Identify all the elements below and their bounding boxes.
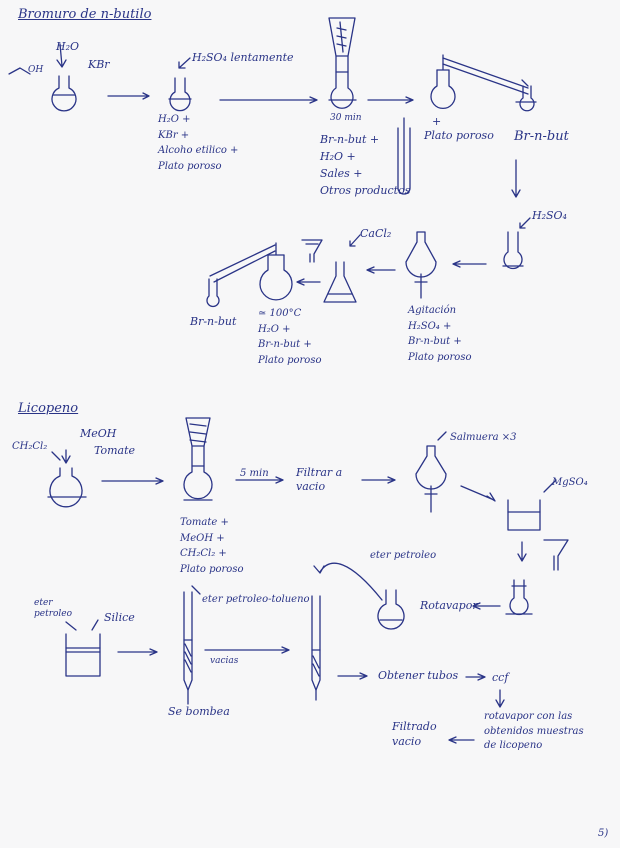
separatory-funnel-1 xyxy=(405,231,437,299)
funnel-2 xyxy=(543,539,569,571)
funnel-contents: Agitación H₂SO₄ + Br-n-but + Plato poros… xyxy=(408,305,472,363)
round-bottom-flask-2 xyxy=(168,57,192,112)
filter-step: Filtrar a vacio xyxy=(296,466,343,494)
reagent-kbr: KBr xyxy=(88,58,110,71)
acid-addition-label: H₂SO₄ lentamente xyxy=(192,51,294,64)
arrow-18 xyxy=(495,689,505,708)
silica-label: Silice xyxy=(104,611,135,624)
ether-label: eter petroleo xyxy=(370,550,437,561)
section-title-bromuro: Bromuro de n-butilo xyxy=(18,7,152,22)
section-title-licopeno: Licopeno xyxy=(18,401,79,416)
distill-plus: + xyxy=(432,115,442,128)
reflux-contents: Br-n-but + H₂O + Sales + Otros productos xyxy=(320,133,411,198)
tlc-label: ccf xyxy=(492,671,509,684)
arrow-16 xyxy=(337,672,368,680)
drying-agent-mgso4: MgSO₄ xyxy=(552,477,588,488)
arrow-13 xyxy=(472,602,501,610)
arrow-2 xyxy=(219,96,318,104)
arrow-3 xyxy=(367,96,414,104)
distill-product: Br-n-but xyxy=(514,129,569,144)
page-number: 5) xyxy=(598,828,609,839)
final-filter: Filtrado vacio xyxy=(392,720,437,748)
reagent-meoh: MeOH xyxy=(80,427,117,440)
drying-agent-cacl2: CaCl₂ xyxy=(360,227,392,240)
separatory-funnel-2 xyxy=(415,431,447,513)
arrow-6 xyxy=(366,266,396,274)
distillation-setup-2 xyxy=(206,242,293,308)
round-bottom-flask-4 xyxy=(505,579,533,616)
arrow-17 xyxy=(465,673,486,681)
final-product-1: Br-n-but xyxy=(190,315,237,328)
beaker-1 xyxy=(507,479,557,531)
arrow-4 xyxy=(511,159,521,198)
reflux-contents-2: Tomate + MeOH + CH₂Cl₂ + Plato poroso xyxy=(180,517,244,575)
heating-tube xyxy=(397,117,411,195)
arrow-10 xyxy=(361,476,396,484)
time-label: 5 min xyxy=(240,468,269,479)
brine-wash: Salmuera ×3 xyxy=(450,432,517,443)
arrow-19 xyxy=(448,736,475,744)
flask2-contents: H₂O + KBr + Alcoho etilico + Plato poros… xyxy=(158,114,239,172)
beaker-2 xyxy=(65,619,101,677)
arrow-8 xyxy=(101,477,164,485)
chromatography-column-2 xyxy=(311,595,321,701)
round-bottom-flask-1 xyxy=(8,43,77,112)
arrow-1 xyxy=(107,92,150,100)
distill2-contents: ≃ 100°C H₂O + Br-n-but + Plato poroso xyxy=(258,308,322,366)
round-bottom-flask-3 xyxy=(47,449,87,508)
rotavapor-flask xyxy=(313,562,405,630)
arrow-11 xyxy=(460,485,496,502)
acid-label-2: H₂SO₄ xyxy=(532,209,567,222)
arrow-7 xyxy=(296,278,321,286)
reagent-alcohol: OH xyxy=(28,65,44,75)
chromatography-column-1 xyxy=(183,585,201,705)
arrow-14 xyxy=(117,648,158,656)
reflux-condenser xyxy=(328,17,357,109)
reagent-water: H₂O xyxy=(56,40,80,53)
arrow-12 xyxy=(517,541,527,562)
flask-acid xyxy=(502,217,531,270)
ether-toluene-label: eter petroleo-tolueno xyxy=(202,594,310,605)
column-prep-ether: eter petroleo xyxy=(34,598,73,620)
erlenmeyer-flask xyxy=(301,234,361,303)
reagent-ch2cl2: CH₂Cl₂ xyxy=(12,441,48,452)
distill-residue: Plato poroso xyxy=(424,129,494,142)
tubes-step: Obtener tubos xyxy=(378,669,459,682)
distillation-setup-1 xyxy=(430,54,537,112)
arrow-9 xyxy=(235,476,284,484)
arrow-15 xyxy=(204,646,290,654)
pump-label: Se bombea xyxy=(168,705,230,718)
reflux-condenser-2 xyxy=(183,417,213,501)
reagent-tomate: Tomate xyxy=(94,444,136,457)
load-label: vacias xyxy=(210,656,239,666)
arrow-5 xyxy=(452,260,487,268)
rotavapor-label: Rotavapor xyxy=(420,599,478,612)
reflux-time: 30 min xyxy=(330,113,362,123)
rotavapor-final: rotavapor con las obtenidos muestras de … xyxy=(484,711,584,751)
